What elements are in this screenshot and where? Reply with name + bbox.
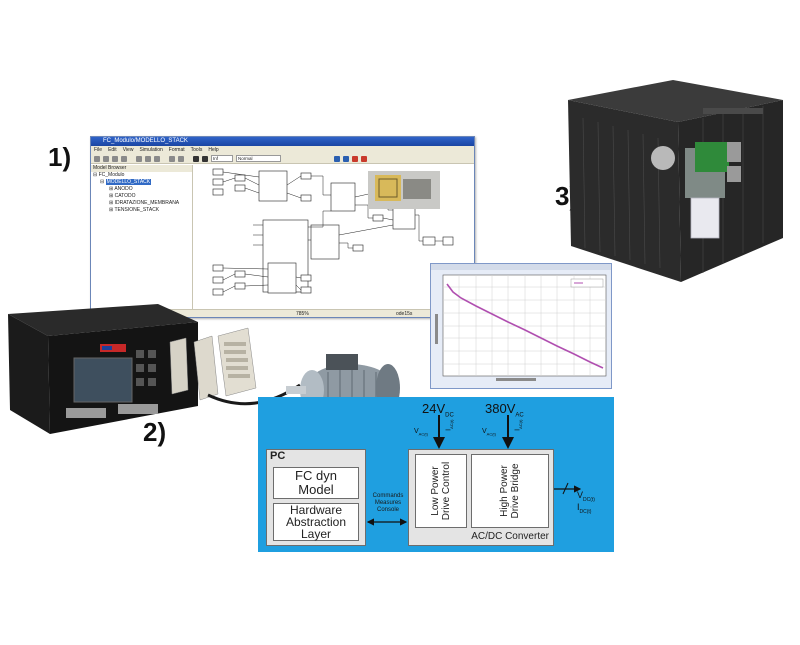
simulink-menu-bar: File Edit View Simulation Format Tools H… bbox=[91, 146, 474, 154]
tree-label-root: FC_Modulo bbox=[98, 172, 125, 178]
comm-line2: Measures bbox=[374, 500, 402, 506]
simulink-title: FC_Modulo/MODELLO_STACK bbox=[103, 138, 188, 144]
idc-out-i: I bbox=[577, 502, 580, 512]
tree-label-tensione: TENSIONE_STACK bbox=[114, 207, 160, 213]
vac-mid-v: V bbox=[482, 428, 487, 435]
realtime-pc-rack bbox=[8, 304, 257, 434]
undo-icon[interactable] bbox=[169, 155, 175, 162]
fc-model-line1: FC dyn bbox=[295, 468, 337, 483]
play-icon[interactable] bbox=[193, 155, 199, 162]
vac-left-sub: AC(t) bbox=[418, 431, 429, 437]
menu-simulation[interactable]: Simulation bbox=[139, 147, 163, 153]
paste-icon[interactable] bbox=[154, 155, 160, 162]
status-zoom: 785% bbox=[296, 311, 309, 317]
vac-left-label: VAC(t) bbox=[414, 428, 428, 436]
v24-sub: DC bbox=[445, 412, 454, 419]
label-2: 2) bbox=[143, 417, 167, 447]
hal-line1: Hardware bbox=[289, 503, 343, 517]
comm-line3: Console bbox=[376, 507, 399, 513]
iac-left-label: IAC(t) bbox=[445, 420, 453, 431]
idc-out-sub: DC(t) bbox=[579, 508, 592, 515]
hal-line3: Layer bbox=[300, 527, 332, 541]
explorer-icon[interactable] bbox=[343, 155, 349, 162]
pc-title: PC bbox=[270, 450, 286, 462]
vdc-out-label: VDC(t) bbox=[577, 490, 595, 503]
v380-sub: AC bbox=[515, 412, 524, 419]
system-block-diagram: PC FC dyn Model Hardware Abstraction Lay… bbox=[258, 397, 614, 552]
vdc-out-sub: DC(t) bbox=[583, 496, 595, 503]
vac-mid-label: VAC(t) bbox=[482, 428, 496, 436]
simulink-toolbar: Inf Normal bbox=[91, 154, 474, 164]
sim-mode-select[interactable]: Normal bbox=[236, 155, 281, 162]
converter-label: AC/DC Converter bbox=[471, 531, 549, 542]
menu-file[interactable]: File bbox=[94, 147, 103, 153]
vdc-out-v: V bbox=[577, 490, 584, 500]
cut-icon[interactable] bbox=[136, 155, 142, 162]
tree-item-model[interactable]: ⊟ MODELLO_STACK bbox=[100, 179, 152, 185]
iac-mid-i: I bbox=[514, 428, 522, 431]
fc-dyn-model-block: FC dyn Model bbox=[273, 467, 359, 499]
status-solver: ode15s bbox=[396, 311, 413, 317]
iac-left-sub: AC(t) bbox=[448, 419, 454, 429]
menu-help[interactable]: Help bbox=[208, 147, 219, 153]
block-diagram-canvas[interactable] bbox=[193, 165, 476, 311]
library-icon[interactable] bbox=[334, 155, 340, 162]
converter-cabinet bbox=[568, 80, 783, 282]
comm-label: Commands Measures Console bbox=[369, 493, 407, 514]
fc-model-line2: Model bbox=[298, 482, 334, 497]
simulink-status-bar: 785% ode15s bbox=[91, 309, 474, 317]
iac-left-i: I bbox=[445, 428, 453, 431]
model-browser-header: Model Browser bbox=[91, 165, 192, 172]
vac-mid-sub: AC(t) bbox=[486, 431, 497, 437]
tree-item-anodo[interactable]: ⊞ ANODO bbox=[109, 186, 133, 192]
plot-window bbox=[430, 263, 612, 389]
diagram-arrows bbox=[366, 415, 582, 526]
print-icon[interactable] bbox=[121, 155, 127, 162]
tree-item-catodo[interactable]: ⊞ CATODO bbox=[109, 193, 136, 199]
tree-item-root[interactable]: ⊟ FC_Modulo bbox=[93, 172, 125, 178]
tree-label-catodo: CATODO bbox=[114, 193, 136, 199]
menu-format[interactable]: Format bbox=[168, 147, 185, 153]
pc-box: PC FC dyn Model Hardware Abstraction Lay… bbox=[266, 449, 366, 546]
simulink-window: FC_Modulo/MODELLO_STACK File Edit View S… bbox=[90, 136, 475, 318]
low-power-drive-control-block: Low Power Drive Control bbox=[415, 454, 467, 528]
menu-view[interactable]: View bbox=[122, 147, 134, 153]
acdc-converter-box: Low Power Drive Control High Power Drive… bbox=[408, 449, 554, 546]
hal-line2: Abstraction bbox=[285, 515, 347, 529]
record-icon[interactable] bbox=[361, 155, 367, 162]
v24-label: 24VDC bbox=[422, 401, 454, 419]
menu-tools[interactable]: Tools bbox=[190, 147, 203, 153]
label-1: 1) bbox=[48, 142, 72, 172]
comm-line1: Commands bbox=[372, 493, 404, 499]
hardware-abstraction-layer-block: Hardware Abstraction Layer bbox=[273, 503, 359, 541]
redo-icon[interactable] bbox=[178, 155, 184, 162]
tree-label-model: MODELLO_STACK bbox=[105, 179, 152, 185]
v380-label: 380VAC bbox=[485, 401, 524, 419]
save-icon[interactable] bbox=[112, 155, 118, 162]
iac-mid-label: IAC(t) bbox=[514, 420, 522, 431]
tree-item-idratazione[interactable]: ⊞ IDRATAZIONE_MEMBRANA bbox=[109, 200, 180, 206]
idc-out-label: IDC(t) bbox=[577, 502, 591, 515]
tree-label-idratazione: IDRATAZIONE_MEMBRANA bbox=[114, 200, 180, 206]
stop-icon[interactable] bbox=[202, 155, 208, 162]
simulink-title-bar: FC_Modulo/MODELLO_STACK bbox=[91, 137, 474, 146]
copy-icon[interactable] bbox=[145, 155, 151, 162]
plot-figure bbox=[431, 264, 611, 381]
tree-label-anodo: ANODO bbox=[114, 186, 133, 192]
v24-value: 24V bbox=[422, 401, 446, 416]
open-icon[interactable] bbox=[103, 155, 109, 162]
debug-icon[interactable] bbox=[352, 155, 358, 162]
iac-mid-sub: AC(t) bbox=[517, 419, 523, 429]
model-browser: Model Browser ⊟ FC_Modulo ⊟ MODELLO_STAC… bbox=[91, 165, 193, 311]
new-icon[interactable] bbox=[94, 155, 100, 162]
high-power-drive-bridge-block: High Power Drive Bridge bbox=[471, 454, 549, 528]
v380-value: 380V bbox=[485, 401, 516, 416]
menu-edit[interactable]: Edit bbox=[108, 147, 117, 153]
vac-left-v: V bbox=[414, 428, 419, 435]
tree-item-tensione[interactable]: ⊞ TENSIONE_STACK bbox=[109, 207, 160, 213]
sim-time-field[interactable]: Inf bbox=[211, 155, 233, 162]
